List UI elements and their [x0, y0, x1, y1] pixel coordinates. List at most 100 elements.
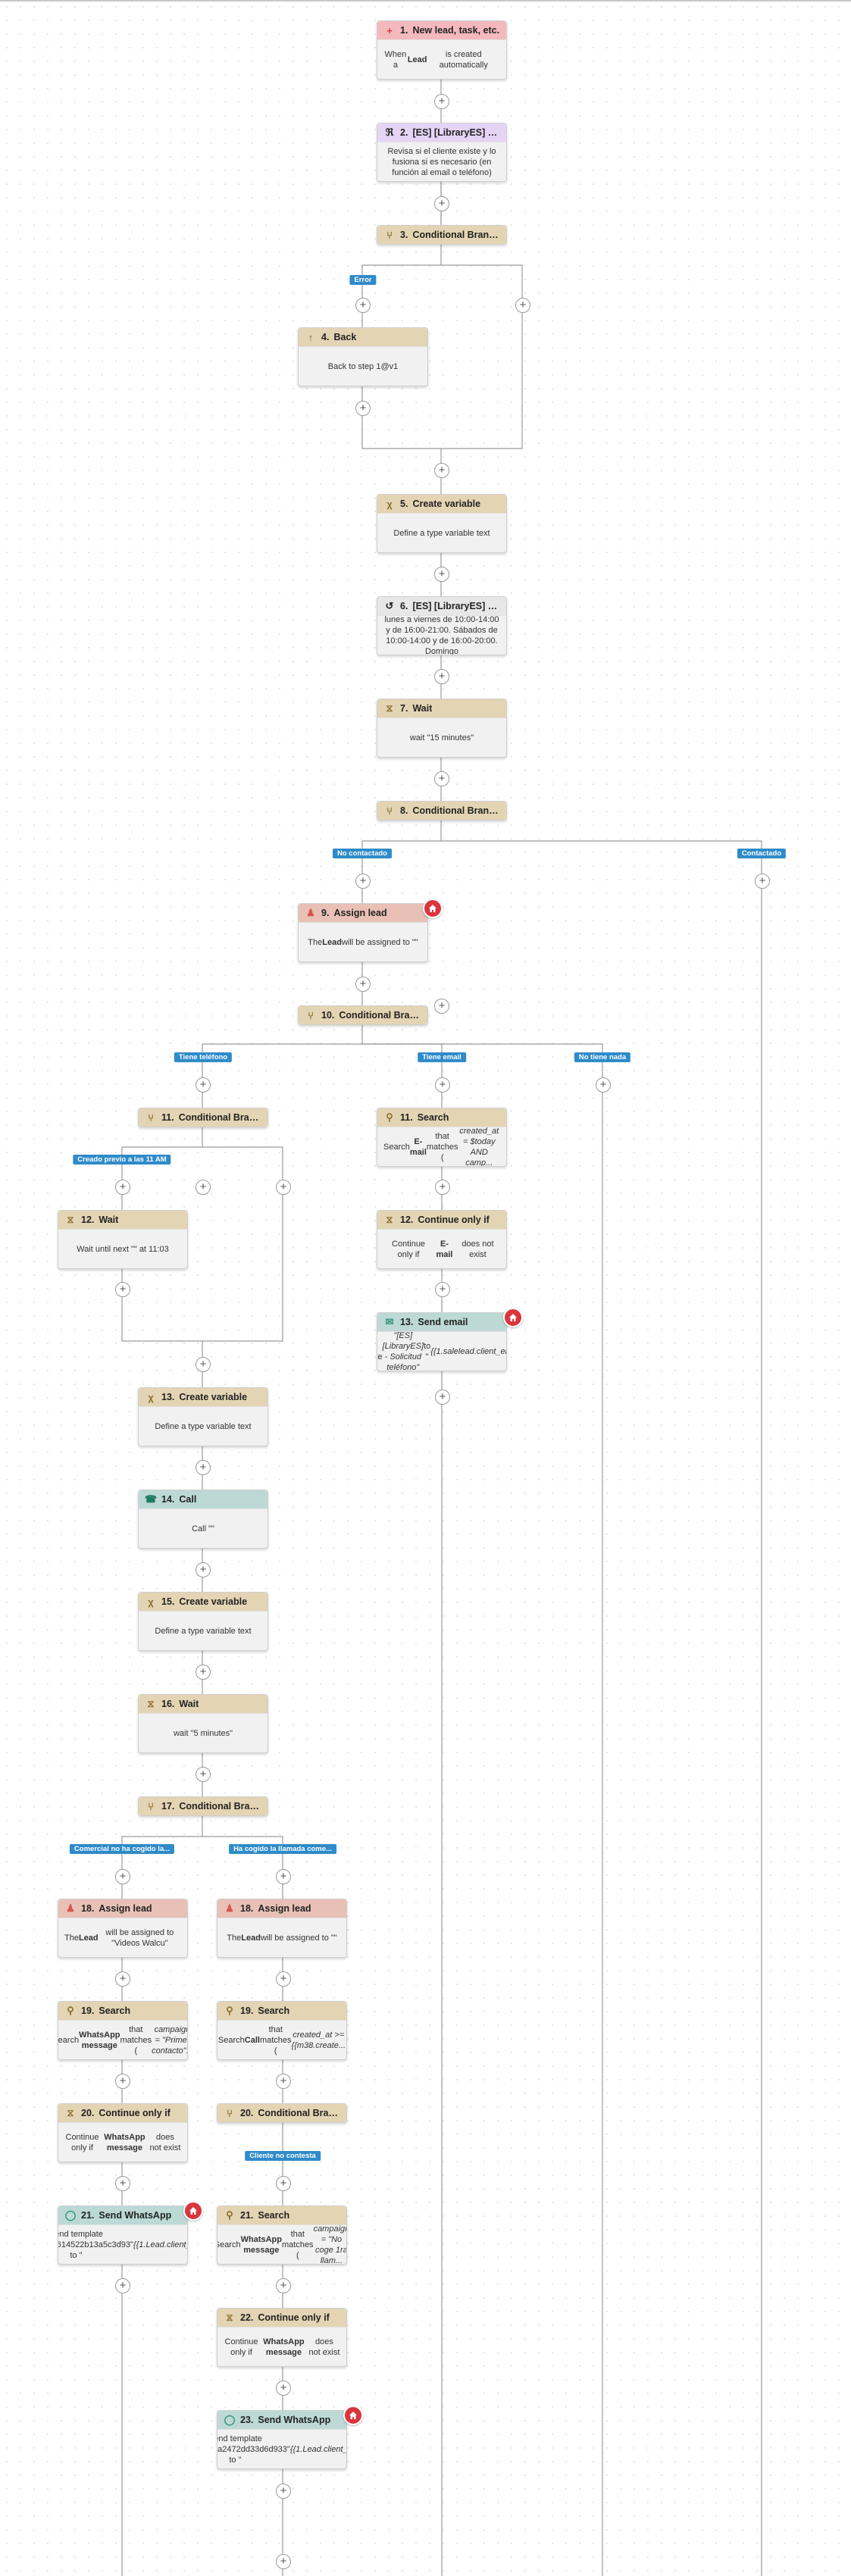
- step-description: Search Call that matches ( created_at >=…: [217, 2020, 346, 2059]
- wait-icon: ⧖: [147, 1698, 155, 1709]
- add-step-button[interactable]: +: [435, 1390, 450, 1405]
- add-step-button[interactable]: +: [196, 1767, 211, 1782]
- add-step-button[interactable]: +: [115, 2074, 130, 2089]
- workflow-step-n17[interactable]: ⑂17.Conditional Branc...: [138, 1796, 268, 1816]
- add-step-button[interactable]: +: [276, 1869, 291, 1884]
- step-description: Call "": [139, 1508, 268, 1548]
- step-number: 13.: [400, 1317, 414, 1327]
- workflow-step-n13b[interactable]: ✉13.Send emailSend template "[ES] [Libra…: [377, 1312, 507, 1371]
- add-step-button[interactable]: +: [434, 669, 449, 684]
- branch-label[interactable]: Tiene teléfono: [174, 1052, 233, 1062]
- branch-icon: ⑂: [148, 1111, 154, 1124]
- add-step-button[interactable]: +: [115, 1180, 130, 1195]
- step-description: Back to step 1@v1: [299, 346, 427, 386]
- add-step-button[interactable]: +: [435, 1282, 450, 1297]
- add-step-button[interactable]: +: [115, 2278, 130, 2293]
- step-description: The Lead will be assigned to "": [217, 1918, 346, 1957]
- add-step-button[interactable]: +: [755, 874, 770, 889]
- branch-label[interactable]: Cliente no contesta: [245, 2151, 321, 2161]
- add-step-button[interactable]: +: [115, 1869, 130, 1884]
- connector-line: [121, 1249, 203, 1387]
- filter-icon: ⧖: [386, 1214, 393, 1225]
- whatsapp-icon: ◯: [224, 2414, 236, 2425]
- add-step-button[interactable]: +: [434, 567, 449, 582]
- add-step-button[interactable]: +: [434, 94, 449, 109]
- add-step-button[interactable]: +: [276, 2554, 291, 2569]
- add-step-button[interactable]: +: [276, 1971, 291, 1987]
- branch-label[interactable]: Comercial no ha cogido la...: [69, 1844, 175, 1854]
- add-step-button[interactable]: +: [596, 1077, 611, 1093]
- workflow-step-n1[interactable]: +1.New lead, task, etc.When a Lead is cr…: [377, 20, 507, 80]
- add-step-button[interactable]: +: [355, 298, 371, 313]
- branch-label[interactable]: Contactado: [737, 849, 787, 858]
- workflow-step-n21a[interactable]: ◯21.Send WhatsAppSend template "666b05df…: [58, 2206, 188, 2265]
- add-step-button[interactable]: +: [434, 463, 449, 478]
- add-step-button[interactable]: +: [434, 771, 449, 786]
- add-step-button[interactable]: +: [355, 874, 371, 889]
- add-step-button[interactable]: +: [276, 1180, 291, 1195]
- add-step-button[interactable]: +: [115, 1282, 130, 1297]
- add-step-button[interactable]: +: [435, 1180, 450, 1195]
- branch-label[interactable]: No tiene nada: [574, 1052, 631, 1062]
- workflow-step-n20b[interactable]: ⑂20.Conditional Branc...: [217, 2103, 347, 2123]
- branch-label[interactable]: Ha cogido la llamada come...: [229, 1844, 336, 1854]
- workflow-step-n23[interactable]: ◯23.Send WhatsAppSend template "666afcd0…: [217, 2410, 347, 2469]
- add-step-button[interactable]: +: [515, 298, 530, 313]
- add-step-button[interactable]: +: [355, 401, 371, 416]
- add-step-button[interactable]: +: [434, 196, 449, 211]
- step-header: +1.New lead, task, etc.: [377, 21, 506, 39]
- add-step-button[interactable]: +: [115, 2176, 130, 2191]
- branch-label[interactable]: Error: [349, 275, 377, 285]
- workflow-step-n8[interactable]: ⑂8.Conditional Branch ...: [377, 801, 507, 821]
- workflow-step-n11a[interactable]: ⑂11.Conditional Branc...: [138, 1108, 268, 1127]
- add-step-button[interactable]: +: [434, 999, 449, 1014]
- add-step-button[interactable]: +: [196, 1562, 211, 1577]
- add-step-button[interactable]: +: [196, 1357, 211, 1372]
- add-step-button[interactable]: +: [276, 2074, 291, 2089]
- add-step-button[interactable]: +: [196, 1180, 211, 1195]
- step-number: 23.: [240, 2415, 254, 2425]
- branch-label[interactable]: Tiene email: [418, 1052, 466, 1062]
- add-step-button[interactable]: +: [276, 2484, 291, 2499]
- add-step-button[interactable]: +: [435, 1077, 450, 1093]
- step-title: Wait: [412, 703, 433, 714]
- add-step-button[interactable]: +: [276, 2278, 291, 2293]
- workflow-step-n10[interactable]: ⑂10.Conditional Branc...: [298, 1005, 428, 1025]
- plus-icon: +: [386, 24, 393, 36]
- branch-label[interactable]: Creado previo a las 11 AM: [73, 1155, 171, 1165]
- add-step-button[interactable]: +: [276, 2381, 291, 2396]
- add-step-button[interactable]: +: [276, 2176, 291, 2191]
- branch-label[interactable]: No contactado: [333, 849, 392, 858]
- add-step-button[interactable]: +: [115, 1971, 130, 1987]
- step-header: ↺6.[ES] [LibraryES] - ...: [377, 597, 506, 615]
- add-step-button[interactable]: +: [196, 1077, 211, 1093]
- add-step-button[interactable]: +: [355, 977, 371, 992]
- add-step-button[interactable]: +: [196, 1460, 211, 1475]
- workflow-step-n3[interactable]: ⑂3.Conditional Branch ...: [377, 225, 507, 245]
- schedule-icon: ↺: [385, 600, 394, 611]
- workflow-step-n6[interactable]: ↺6.[ES] [LibraryES] - ...lunes a viernes…: [377, 596, 507, 655]
- add-step-button[interactable]: +: [196, 1665, 211, 1680]
